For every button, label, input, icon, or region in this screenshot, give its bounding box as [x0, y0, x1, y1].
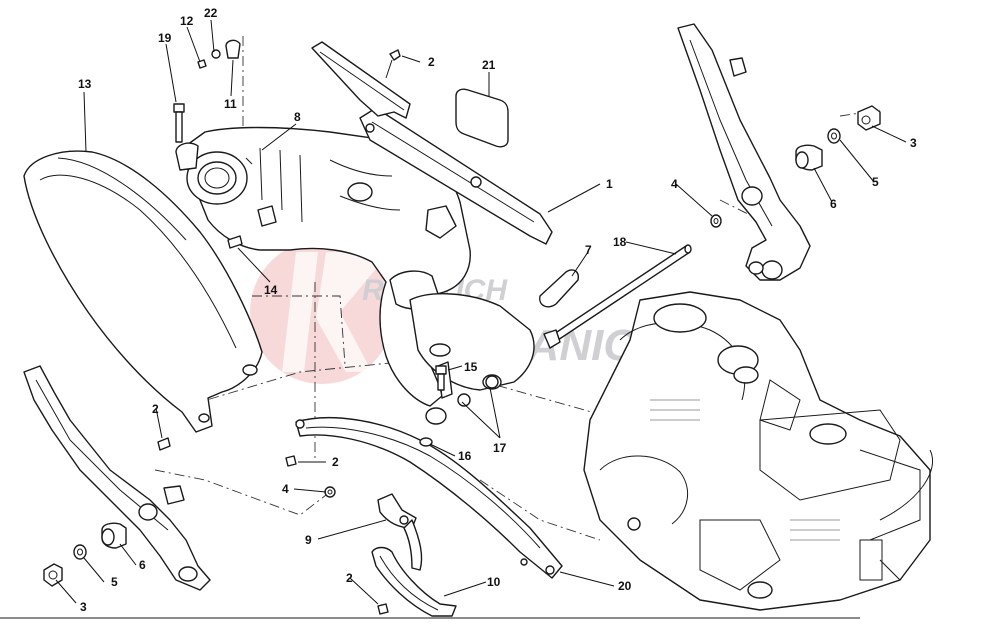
callout-12: 12	[180, 14, 194, 28]
callout-9: 9	[305, 533, 312, 547]
rubber-bushing-6-right[interactable]	[795, 144, 823, 171]
nut-16[interactable]	[419, 437, 433, 447]
callout-16: 16	[458, 449, 472, 463]
label-21[interactable]	[455, 88, 509, 148]
callout-4-mid: 4	[282, 482, 289, 496]
screw-14[interactable]	[227, 235, 243, 249]
callout-20: 20	[618, 579, 632, 593]
callout-2-left: 2	[152, 402, 159, 416]
washer-5-left[interactable]	[73, 544, 87, 560]
nut-3-left[interactable]	[43, 563, 63, 587]
callout-4-right: 4	[671, 177, 678, 191]
callout-10: 10	[487, 575, 501, 589]
callout-6-left: 6	[139, 558, 146, 572]
callout-13: 13	[78, 77, 92, 91]
bolt-19[interactable]	[173, 103, 185, 143]
callout-2-mid: 2	[332, 455, 339, 469]
right-footpeg-bracket	[677, 23, 811, 281]
callout-15: 15	[464, 360, 478, 374]
screw-2-bottom[interactable]	[377, 603, 389, 615]
callout-8: 8	[294, 110, 301, 124]
callout-11: 11	[224, 97, 237, 111]
callout-3-right: 3	[910, 136, 917, 150]
bolt-15[interactable]	[435, 365, 447, 391]
bush-17[interactable]	[425, 375, 499, 425]
washer-4-right[interactable]	[710, 214, 722, 228]
callout-18: 18	[613, 235, 627, 249]
callout-21: 21	[482, 58, 496, 72]
callout-labels: 22 12 19 11 13 8 2 21 1 3 5 6 4 18 7 14 …	[78, 6, 917, 614]
watermark-logo-mark	[282, 252, 390, 372]
screw-2-left[interactable]	[157, 437, 171, 451]
clip-11[interactable]	[225, 39, 241, 59]
callout-7: 7	[585, 243, 592, 257]
left-footpeg-bracket	[23, 365, 211, 591]
callout-6-right: 6	[830, 197, 837, 211]
rubber-bushing-6-left[interactable]	[101, 522, 127, 549]
chain-slider-9[interactable]	[377, 493, 423, 571]
screw-2-top[interactable]	[385, 49, 401, 79]
callout-3-left: 3	[80, 600, 87, 614]
callout-2-top: 2	[428, 55, 435, 69]
callout-17: 17	[493, 441, 507, 455]
leader-lines	[55, 19, 907, 605]
callout-22: 22	[204, 6, 218, 20]
washer-22[interactable]	[211, 49, 221, 59]
chain-guard-1[interactable]	[359, 107, 553, 245]
pad-7[interactable]	[539, 269, 580, 308]
callout-19: 19	[158, 31, 172, 45]
screw-2-mid[interactable]	[285, 455, 297, 467]
callout-2-bottom: 2	[346, 571, 353, 585]
washer-4-mid[interactable]	[324, 486, 336, 498]
rear-mudguard-13[interactable]	[23, 150, 263, 433]
lower-chain-guard-20[interactable]	[295, 417, 563, 579]
pivot-shaft-18[interactable]	[543, 244, 692, 349]
washer-5-right[interactable]	[827, 128, 841, 144]
callout-5-right: 5	[872, 175, 879, 189]
upper-chain-slider	[311, 41, 411, 119]
engine-block	[583, 291, 934, 611]
callout-14: 14	[264, 283, 278, 297]
chain-slider-10[interactable]	[371, 546, 457, 617]
nut-3-right[interactable]	[857, 105, 881, 131]
callout-5-left: 5	[111, 575, 118, 589]
callout-1: 1	[606, 177, 613, 191]
